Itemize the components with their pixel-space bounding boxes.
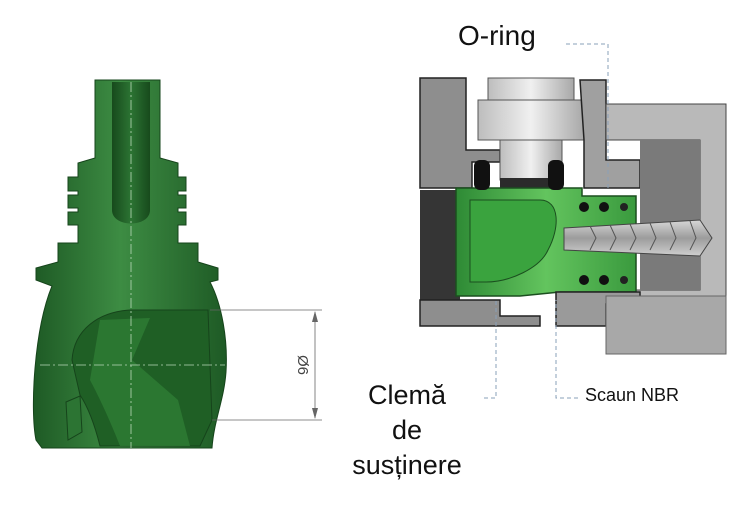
- diameter-dimension: Ø6: [210, 309, 322, 421]
- valve-section-view: [419, 77, 727, 355]
- label-clema-line-1: Clemă: [367, 380, 447, 410]
- seat-ball-6: [620, 276, 628, 284]
- dim-arrow-bottom: [312, 408, 318, 419]
- barbed-insert: [563, 219, 713, 257]
- leader-scaun: [555, 300, 578, 399]
- housing-left-bore: [420, 190, 460, 300]
- seat-ball-4: [599, 275, 609, 285]
- seat-ball-3: [579, 275, 589, 285]
- leader-lines: [484, 43, 609, 399]
- bottom-pipe: [605, 295, 727, 355]
- stem-dark-band: [500, 178, 562, 188]
- o-ring-left: [474, 160, 490, 190]
- label-clema-line-3: susținere: [352, 450, 462, 480]
- label-scaun-nbr: Scaun NBR: [585, 385, 680, 405]
- seat-ball-5: [620, 203, 628, 211]
- seat-ball-2: [599, 202, 609, 212]
- stem-collar: [477, 99, 585, 141]
- housing-left-lower: [419, 299, 541, 327]
- leader-oring: [566, 43, 609, 190]
- leader-clema: [484, 300, 497, 399]
- label-clema-de-sustinere: Clemă de susținere: [332, 378, 482, 483]
- clamp-latch: [65, 395, 83, 441]
- stem-top: [487, 77, 575, 101]
- seat-ball-1: [579, 202, 589, 212]
- label-o-ring: O-ring: [458, 20, 536, 51]
- clamp-upper-bore: [112, 82, 150, 224]
- o-ring-right: [548, 160, 564, 190]
- outer-tube-shade: [640, 140, 700, 290]
- green-clamp-bore: [469, 199, 557, 283]
- clamp-section-view: [32, 79, 227, 449]
- barb-teeth: [589, 220, 697, 251]
- dim-arrow-top: [312, 311, 318, 322]
- clamp-inner-shade: [90, 318, 190, 446]
- dimension-label: Ø6: [294, 355, 311, 375]
- label-clema-line-2: de: [391, 415, 423, 445]
